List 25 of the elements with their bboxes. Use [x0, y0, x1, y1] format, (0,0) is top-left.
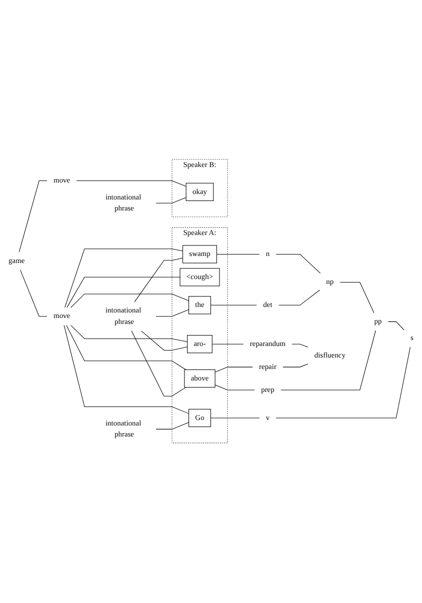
connector [280, 330, 376, 390]
connector [276, 254, 321, 274]
connector [64, 324, 190, 414]
connector [64, 248, 184, 308]
connector [156, 309, 190, 317]
connector [340, 282, 374, 314]
connector [140, 330, 188, 351]
connector [66, 276, 180, 308]
connector [156, 197, 186, 204]
connector [76, 180, 186, 187]
connector [156, 422, 190, 430]
connector [388, 321, 404, 330]
connector [20, 269, 48, 317]
connector [282, 364, 308, 368]
connector [131, 330, 186, 396]
connector [278, 290, 320, 306]
connector [18, 180, 48, 252]
connector [292, 344, 308, 348]
connector [210, 304, 258, 306]
connector [66, 324, 186, 370]
connector [70, 324, 188, 342]
connector [134, 258, 184, 302]
connector [214, 384, 255, 390]
connector [214, 366, 253, 372]
connector [70, 294, 190, 308]
